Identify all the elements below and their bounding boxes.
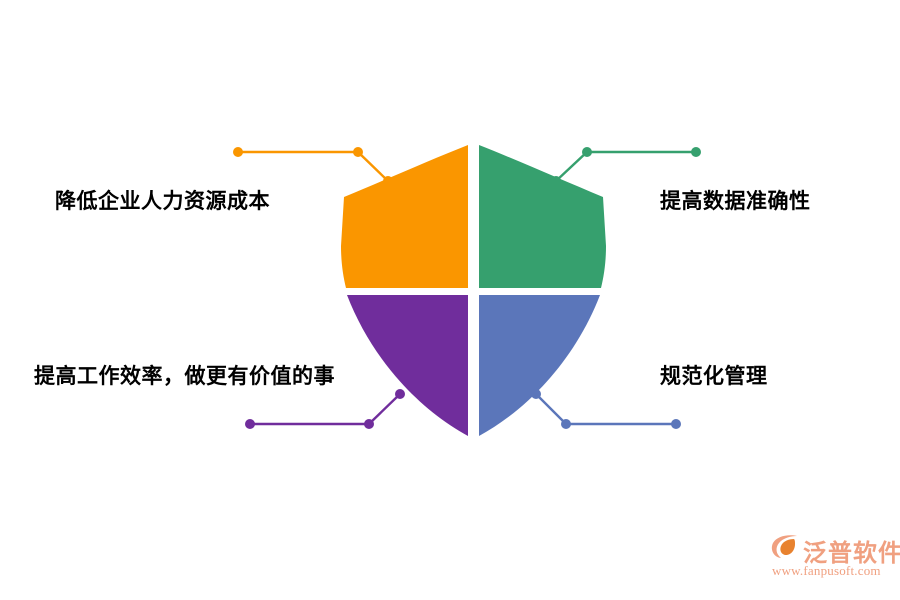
connector-line-top-left xyxy=(238,150,389,182)
connector-line-bottom-left xyxy=(250,393,401,426)
label-bottom-left: 提高工作效率，做更有价值的事 xyxy=(34,365,335,388)
connector-dot-outer-bottom-right xyxy=(671,419,681,429)
connector-line-bottom-right xyxy=(535,393,676,426)
connector-dot-inner-top-right xyxy=(551,176,561,186)
label-top-left: 降低企业人力资源成本 xyxy=(55,190,270,213)
swoosh-logo-icon xyxy=(771,535,797,558)
watermark-brand: 泛普软件 xyxy=(803,540,900,567)
connector-dot-inner-bottom-left xyxy=(395,389,405,399)
connector-line-top-right xyxy=(555,150,696,182)
watermark-url: www.fanpusoft.com xyxy=(772,563,881,578)
connector-dot-outer-top-right xyxy=(691,147,701,157)
connector-bottom-left xyxy=(245,389,405,429)
watermark: 泛普软件 www.fanpusoft.com xyxy=(770,533,900,585)
connector-bottom-right xyxy=(531,389,681,429)
shield-quadrant-top-right[interactable] xyxy=(479,145,606,288)
connector-dot-mid-top-left xyxy=(353,147,363,157)
connector-dot-inner-bottom-right xyxy=(531,389,541,399)
connector-top-left xyxy=(233,147,393,186)
connector-dot-mid-bottom-left xyxy=(364,419,374,429)
shield-quadrant-top-left[interactable] xyxy=(341,145,468,288)
connector-dot-outer-bottom-left xyxy=(245,419,255,429)
connector-dot-mid-bottom-right xyxy=(561,419,571,429)
connector-dot-inner-top-left xyxy=(383,176,393,186)
connector-top-right xyxy=(551,147,701,186)
shield-quadrant-bottom-right[interactable] xyxy=(479,295,600,436)
label-bottom-right: 规范化管理 xyxy=(660,365,768,388)
connector-dot-outer-top-left xyxy=(233,147,243,157)
shield-quadrant-bottom-left[interactable] xyxy=(347,295,468,436)
connector-dot-mid-top-right xyxy=(582,147,592,157)
label-top-right: 提高数据准确性 xyxy=(660,190,811,213)
